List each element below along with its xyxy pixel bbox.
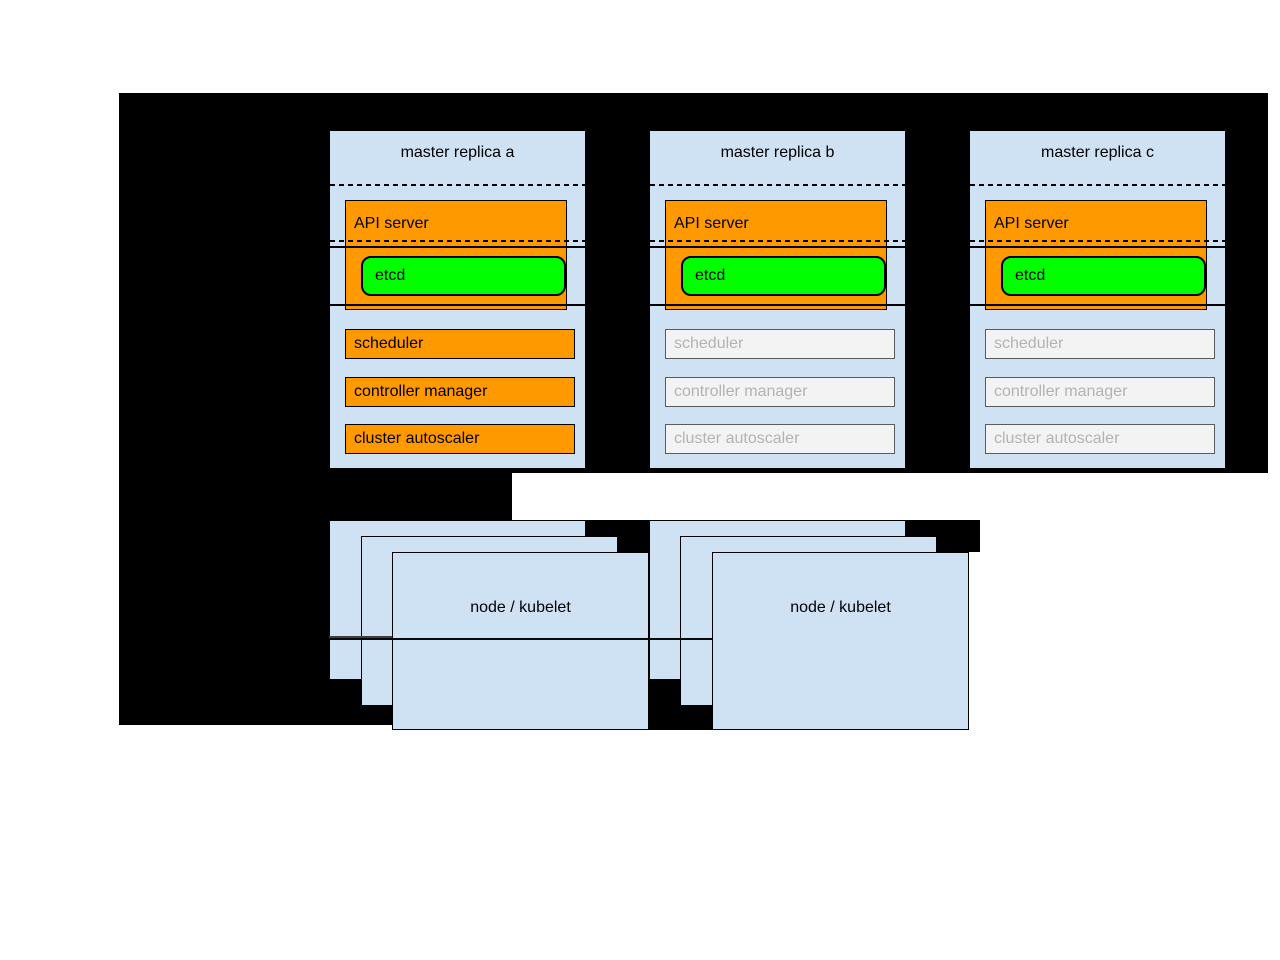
divider-dashed: [330, 240, 585, 242]
node-kubelet-label: node / kubelet: [470, 599, 571, 616]
scheduler-box: scheduler: [345, 329, 575, 359]
etcd-label: etcd: [375, 267, 406, 284]
node-kubelet-label: node / kubelet: [790, 599, 891, 616]
controller-manager-box: controller manager: [345, 377, 575, 407]
scheduler-box: scheduler: [665, 329, 895, 359]
divider-solid: [970, 304, 1225, 306]
divider-solid: [330, 246, 585, 248]
cluster-autoscaler-box: cluster autoscaler: [665, 424, 895, 454]
controller-manager-box: controller manager: [985, 377, 1215, 407]
etcd-label: etcd: [695, 267, 726, 284]
controller-manager-box: controller manager: [665, 377, 895, 407]
api-server-label: API server: [674, 215, 749, 232]
master-replica-c-title: master replica c: [1041, 144, 1154, 161]
etcd-box: etcd: [681, 256, 886, 296]
divider-dashed: [650, 240, 905, 242]
etcd-box: etcd: [1001, 256, 1206, 296]
master-replica-a-title: master replica a: [400, 144, 515, 161]
divider-solid: [650, 246, 905, 248]
node-kubelet-box: node / kubelet: [712, 552, 969, 730]
divider-solid: [650, 304, 905, 306]
master-replica-c-box: master replica c API server etcd schedul…: [969, 130, 1226, 469]
divider-dashed: [330, 184, 585, 186]
master-replica-b-title: master replica b: [720, 144, 835, 161]
cluster-autoscaler-box: cluster autoscaler: [345, 424, 575, 454]
divider-solid: [970, 246, 1225, 248]
master-replica-b-box: master replica b API server etcd schedul…: [649, 130, 906, 469]
etcd-label: etcd: [1015, 267, 1046, 284]
etcd-box: etcd: [361, 256, 566, 296]
node-kubelet-box: node / kubelet: [392, 552, 649, 730]
scheduler-box: scheduler: [985, 329, 1215, 359]
master-replica-a-box: master replica a API server etcd schedul…: [329, 130, 586, 469]
node-divider-line: [329, 638, 712, 640]
api-server-label: API server: [354, 215, 429, 232]
api-server-label: API server: [994, 215, 1069, 232]
cluster-autoscaler-box: cluster autoscaler: [985, 424, 1215, 454]
divider-solid: [330, 304, 585, 306]
divider-dashed: [970, 240, 1225, 242]
divider-dashed: [970, 184, 1225, 186]
divider-dashed: [650, 184, 905, 186]
